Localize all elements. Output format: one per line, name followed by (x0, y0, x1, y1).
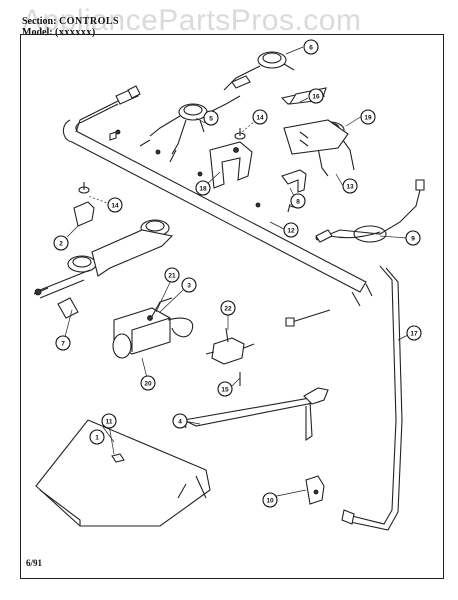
model-label: Model: (22, 27, 53, 38)
svg-text:16: 16 (312, 94, 320, 101)
section-value: CONTROLS (58, 16, 120, 27)
section-label: Section: (22, 16, 57, 27)
callout-16: 16 (308, 88, 324, 104)
callout-11: 11 (101, 413, 117, 429)
svg-text:1: 1 (95, 435, 99, 442)
callout-20: 20 (140, 375, 156, 391)
callout-1: 1 (89, 429, 105, 445)
callout-21: 21 (164, 267, 180, 283)
svg-text:22: 22 (224, 306, 232, 313)
svg-text:5: 5 (209, 116, 213, 123)
callout-9: 9 (405, 230, 421, 246)
svg-text:13: 13 (346, 184, 354, 191)
burner-assembly-left (33, 201, 174, 319)
svg-text:21: 21 (168, 273, 176, 280)
bracket-18 (209, 141, 253, 189)
svg-text:7: 7 (61, 341, 65, 348)
model-value: (xxxxxx) (55, 27, 96, 38)
callout-18: 18 (195, 180, 211, 196)
diagram-frame (20, 34, 444, 579)
callout-13: 13 (342, 178, 358, 194)
callout-19: 19 (360, 109, 376, 125)
callout-7: 7 (55, 335, 71, 351)
callout-4: 4 (172, 413, 188, 429)
svg-text:3: 3 (187, 283, 191, 290)
callout-14b: 14 (252, 109, 268, 125)
svg-text:18: 18 (199, 186, 207, 193)
section-header: Section: CONTROLS (22, 16, 119, 27)
svg-text:14: 14 (256, 115, 264, 122)
callout-3: 3 (181, 277, 197, 293)
small-fittings (78, 128, 246, 194)
svg-text:15: 15 (221, 387, 229, 394)
callout-17: 17 (406, 325, 422, 341)
revision-date: 6/91 (26, 558, 43, 568)
support-bracket (182, 387, 329, 505)
regulator-valve (205, 309, 331, 386)
svg-text:19: 19 (364, 115, 372, 122)
callout-8: 8 (290, 193, 306, 209)
callout-2: 2 (53, 235, 69, 251)
svg-text:4: 4 (178, 419, 182, 426)
watermark: AppliancePartsPros.com (22, 4, 362, 37)
ignitor-cable (315, 179, 425, 243)
svg-text:17: 17 (410, 331, 418, 338)
manifold-pipe (62, 85, 373, 307)
callout-5: 5 (203, 110, 219, 126)
model-header: Model: (xxxxxx) (22, 27, 96, 38)
callout-12: 12 (283, 222, 299, 238)
svg-text:9: 9 (411, 236, 415, 243)
svg-text:10: 10 (266, 498, 274, 505)
svg-text:6: 6 (309, 45, 313, 52)
gas-line-17 (341, 265, 403, 531)
svg-text:8: 8 (296, 199, 300, 206)
burner-assembly-top (139, 51, 295, 163)
svg-text:20: 20 (144, 381, 152, 388)
svg-text:12: 12 (287, 228, 295, 235)
callout-14a: 14 (107, 197, 123, 213)
callout-6: 6 (303, 39, 319, 55)
svg-text:14: 14 (111, 203, 119, 210)
callout-10: 10 (262, 492, 278, 508)
heat-shield (35, 419, 211, 527)
valve-assembly (112, 297, 194, 359)
svg-text:11: 11 (106, 419, 113, 426)
svg-text:2: 2 (59, 241, 63, 248)
callout-22: 22 (220, 300, 236, 316)
leader-lines (64, 46, 411, 498)
callout-15: 15 (217, 381, 233, 397)
